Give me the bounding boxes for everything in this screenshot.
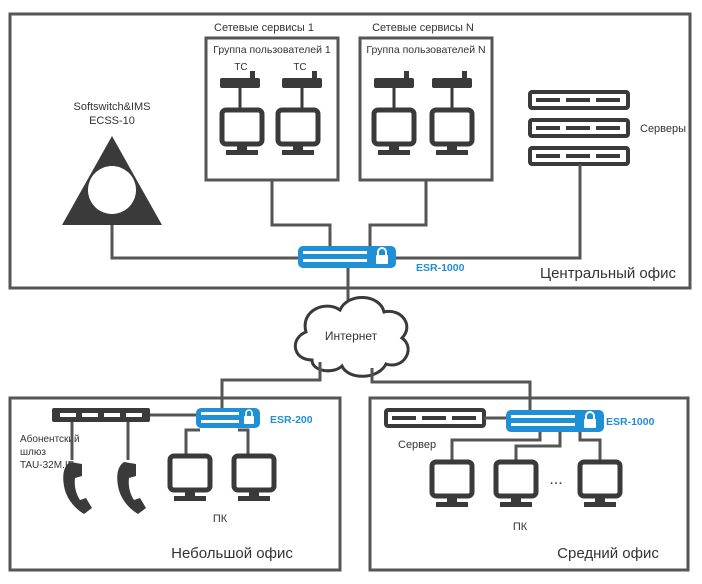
medium-pc-label: ПК xyxy=(513,521,528,533)
user-group-1-label: Группа пользователей 1 xyxy=(213,44,331,56)
small-pc-label: ПК xyxy=(213,513,228,525)
medium-office-frame xyxy=(368,396,690,572)
phone-terminal-icon xyxy=(374,71,414,88)
medium-server-label: Сервер xyxy=(398,439,436,451)
pc-icon xyxy=(432,110,472,155)
small-office-frame xyxy=(8,396,342,572)
user-group-n-label: Группа пользователей N xyxy=(366,44,485,56)
pc-icon xyxy=(496,462,536,507)
ellipsis-label: ... xyxy=(549,471,562,488)
central-office-label: Центральный офис xyxy=(540,265,677,282)
central-links xyxy=(110,164,582,300)
server-icon xyxy=(384,408,486,428)
small-router-label: ESR-200 xyxy=(270,414,313,426)
pc-icon xyxy=(222,110,262,155)
servicesN-label: Сетевые сервисы N xyxy=(372,22,474,34)
pc-icon xyxy=(170,456,210,501)
medium-router-label: ESR-1000 xyxy=(606,416,655,428)
esr-200-router-icon xyxy=(196,408,260,428)
gateway-label: шлюз xyxy=(20,447,46,458)
central-office-frame xyxy=(8,12,692,290)
phone-handset-icon xyxy=(117,462,146,514)
central-router-label: ESR-1000 xyxy=(416,262,465,274)
pc-icon xyxy=(278,110,318,155)
pc-icon xyxy=(580,462,620,507)
phone-terminal-icon xyxy=(432,71,472,88)
esr-1000-router-icon xyxy=(505,409,605,433)
small-office-label: Небольшой офис xyxy=(171,545,293,562)
medium-office-label: Средний офис xyxy=(557,545,659,562)
softswitch-icon xyxy=(62,136,162,225)
medium-office-links xyxy=(450,416,602,462)
gateway-model-label: TAU-32M.IP xyxy=(20,460,75,471)
phone-terminal-icon xyxy=(220,71,260,88)
softswitch-model-label: ECSS-10 xyxy=(89,115,135,127)
tc-label: TC xyxy=(234,62,247,73)
wan-links xyxy=(220,362,532,410)
internet-label: Интернет xyxy=(325,329,378,343)
subscriber-gateway-icon xyxy=(52,408,150,422)
softswitch-label: Softswitch&IMS xyxy=(73,101,150,113)
small-office-links xyxy=(70,413,250,460)
tc-label: TC xyxy=(293,62,306,73)
services1-label: Сетевые сервисы 1 xyxy=(214,22,314,34)
phone-handset-icon xyxy=(63,462,92,514)
gateway-label: Абонентский xyxy=(20,433,80,445)
pc-icon xyxy=(374,110,414,155)
servers-label: Серверы xyxy=(640,123,686,135)
pc-icon xyxy=(234,456,274,501)
esr-1000-router-icon xyxy=(297,245,397,269)
server-rack-icon xyxy=(528,90,630,166)
pc-icon xyxy=(432,462,472,507)
internet-cloud-icon xyxy=(294,296,410,378)
phone-terminal-icon xyxy=(282,71,322,88)
